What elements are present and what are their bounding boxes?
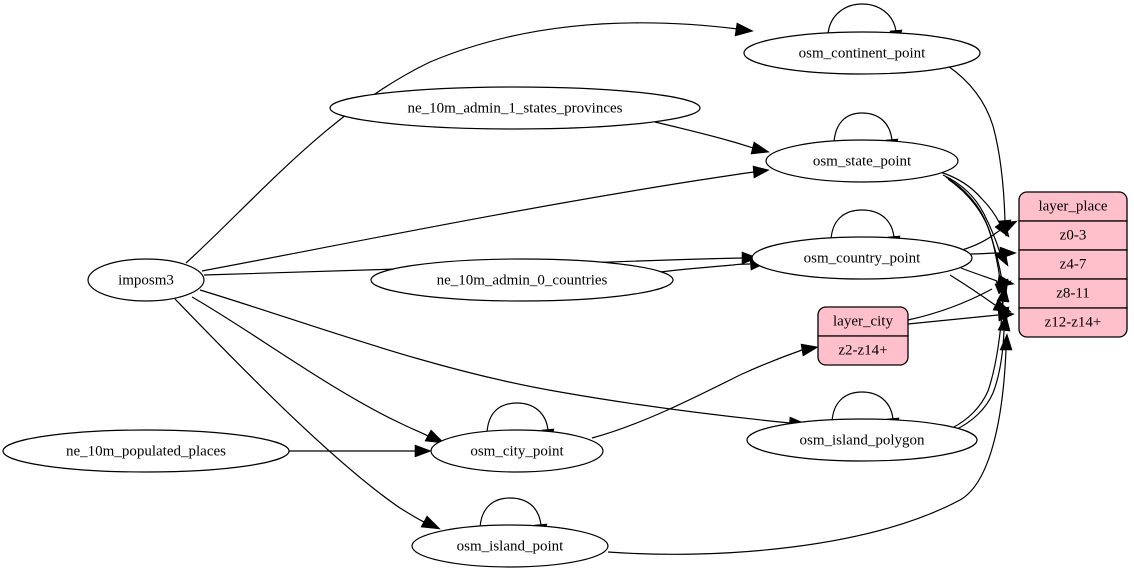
edge-osm_country_point-to-layer_place-z0-3 — [961, 220, 1018, 251]
layer-place-row-z8-11: z8-11 — [1056, 285, 1090, 301]
edge-osm_island_point-to-layer_place-z12-z14+ — [607, 333, 1013, 555]
edge-ne_populated-to-osm_city_point — [289, 444, 432, 458]
node-ne-admin0-label: ne_10m_admin_0_countries — [437, 272, 608, 288]
node-osm-country-point-label: osm_country_point — [804, 250, 921, 266]
node-osm-city-point[interactable]: osm_city_point — [430, 429, 604, 473]
edge-imposm3-to-osm_continent_point — [185, 22, 754, 264]
node-osm-island-polygon[interactable]: osm_island_polygon — [746, 418, 978, 462]
edge-osm_country_point-to-layer_place-z4-7 — [967, 246, 1017, 260]
node-osm-continent-point[interactable]: osm_continent_point — [743, 31, 981, 75]
layer-city-row-z2-z14plus: z2-z14+ — [838, 342, 887, 358]
node-osm-continent-point-label: osm_continent_point — [799, 45, 926, 61]
edge-layer_city-to-layer_place-z8-11 — [907, 280, 1012, 321]
node-osm-state-point[interactable]: osm_state_point — [765, 139, 959, 183]
node-ne-10m-populated-places[interactable]: ne_10m_populated_places — [2, 429, 290, 473]
edge-osm_island_polygon-to-layer_place-z12-z14+ — [954, 314, 1011, 431]
edge-imposm3-to-osm_state_point — [201, 165, 770, 272]
layer-place-row-z4-7: z4-7 — [1060, 256, 1087, 272]
layer-place-title: layer_place — [1038, 198, 1107, 214]
layer-place-row-z0-3: z0-3 — [1060, 227, 1087, 243]
node-osm-city-point-label: osm_city_point — [470, 443, 564, 459]
layer-place-row-z12-z14plus: z12-z14+ — [1045, 314, 1102, 330]
node-layer-city[interactable]: layer_city z2-z14+ — [817, 306, 909, 366]
node-ne-populated-label: ne_10m_populated_places — [66, 443, 226, 459]
node-imposm3[interactable]: imposm3 — [87, 258, 205, 302]
node-ne-10m-admin-0-countries[interactable]: ne_10m_admin_0_countries — [370, 258, 674, 302]
node-layer: imposm3 ne_10m_admin_1_states_provinces … — [2, 31, 1128, 568]
node-ne-10m-admin-1-states-provinces[interactable]: ne_10m_admin_1_states_provinces — [329, 86, 701, 130]
edge-imposm3-to-osm_island_point — [174, 298, 441, 530]
edge-ne_admin1-to-osm_state_point — [654, 121, 770, 155]
node-osm-island-point[interactable]: osm_island_point — [411, 524, 609, 568]
node-osm-state-point-label: osm_state_point — [813, 153, 912, 169]
node-ne-admin1-label: ne_10m_admin_1_states_provinces — [408, 100, 623, 116]
node-osm-island-point-label: osm_island_point — [457, 538, 565, 554]
layer-city-title: layer_city — [833, 313, 893, 329]
node-osm-island-polygon-label: osm_island_polygon — [799, 432, 925, 448]
edge-imposm3-to-osm_city_point — [191, 296, 445, 444]
edge-osm_city_point-to-layer_city-z2-z14+ — [591, 343, 819, 439]
node-osm-country-point[interactable]: osm_country_point — [751, 236, 973, 280]
node-imposm3-label: imposm3 — [118, 272, 174, 288]
node-layer-place[interactable]: layer_place z0-3 z4-7 z8-11 z12-z14+ — [1018, 191, 1128, 338]
